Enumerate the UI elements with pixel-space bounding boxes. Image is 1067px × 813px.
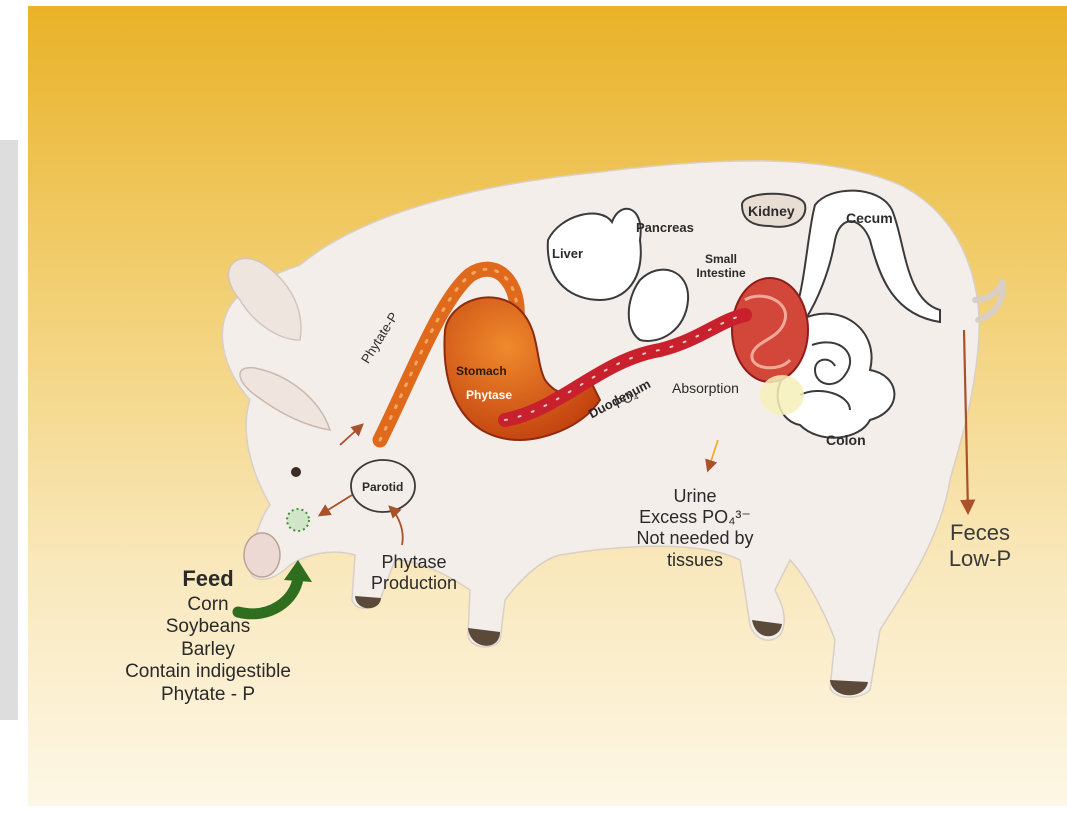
urine-line-3: Not needed by [610, 528, 780, 549]
label-colon: Colon [826, 432, 866, 449]
feces-line-1: Feces [930, 520, 1030, 546]
urine-line-4: tissues [610, 550, 780, 571]
label-urine: Urine Excess PO₄³⁻ Not needed by tissues [610, 486, 780, 571]
feed-item: Barley [108, 639, 308, 661]
label-parotid: Parotid [362, 480, 403, 494]
label-kidney: Kidney [748, 203, 795, 220]
saliva-marker [287, 509, 309, 531]
urine-line-2: Excess PO₄³⁻ [610, 507, 780, 528]
label-pancreas: Pancreas [636, 220, 694, 235]
label-feces: Feces Low-P [930, 520, 1030, 572]
small-intestine [732, 278, 808, 382]
label-phytase-production: Phytase Production [354, 552, 474, 594]
label-liver: Liver [552, 246, 583, 261]
absorption-halo [760, 375, 804, 415]
label-stomach: Stomach [456, 364, 507, 378]
feed-title: Feed [108, 566, 308, 592]
label-absorption: Absorption [672, 380, 739, 397]
label-phytase-stomach: Phytase [466, 388, 512, 402]
feces-line-2: Low-P [930, 546, 1030, 572]
label-feed: Feed Corn Soybeans Barley Contain indige… [108, 566, 308, 706]
feed-item: Contain indigestible [108, 661, 308, 683]
phytase-production-line-2: Production [354, 573, 474, 594]
left-edge-strip [0, 140, 18, 720]
feed-item: Phytate - P [108, 684, 308, 706]
feed-item: Soybeans [108, 616, 308, 638]
urine-line-1: Urine [610, 486, 780, 507]
label-small-intestine: Small Intestine [688, 252, 754, 280]
feed-item: Corn [108, 594, 308, 616]
phytase-production-line-1: Phytase [354, 552, 474, 573]
label-cecum: Cecum [846, 210, 893, 227]
